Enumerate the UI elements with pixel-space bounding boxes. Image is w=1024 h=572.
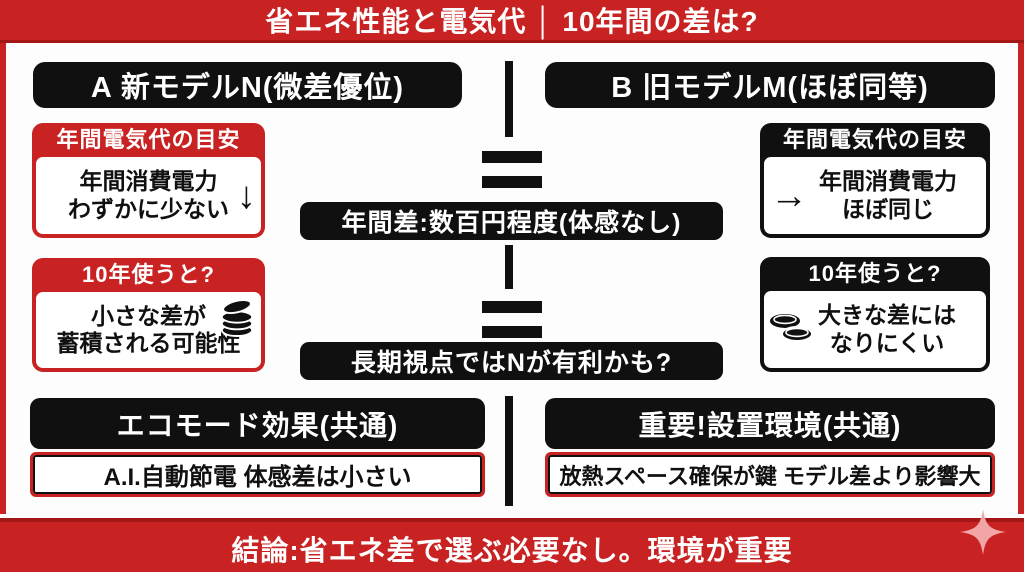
model-b-annual-card: 年間電気代の目安 年間消費電力 ほぼ同じ →: [760, 123, 990, 238]
title-banner: 省エネ性能と電気代 │ 10年間の差は?: [0, 0, 1024, 43]
annual-diff-note-text: 年間差:数百円程度(体感なし): [341, 209, 682, 237]
environment-detail: 放熱スペース確保が鍵 モデル差より影響大: [545, 452, 995, 497]
coins-pair-icon: [769, 308, 813, 350]
left-edge-stripe: [0, 43, 6, 514]
card-label: 年間電気代の目安: [782, 127, 967, 152]
card-line1: 年間消費電力: [819, 168, 957, 195]
sparkle-icon: [959, 508, 1007, 556]
eco-mode-detail: A.I.自動節電 体感差は小さい: [30, 452, 485, 497]
card-line2: 蓄積される可能性: [56, 330, 241, 356]
longterm-note: 長期視点ではNが有利かも?: [300, 342, 723, 380]
equals-bar: [482, 176, 542, 188]
model-a-annual-card: 年間電気代の目安 年間消費電力 わずかに少ない ↓: [32, 123, 265, 238]
environment-header-label: 重要!設置環境(共通): [638, 409, 902, 441]
equals-bar: [482, 151, 542, 163]
model-b-header-label: B 旧モデルM(ほぼ同等): [611, 72, 929, 104]
card-line1: 大きな差には: [818, 302, 956, 329]
coins-stack-icon: [218, 296, 256, 344]
card-label: 年間電気代の目安: [56, 127, 241, 152]
card-label: 10年使うと?: [808, 261, 942, 286]
card-body: 年間消費電力 わずかに少ない ↓: [36, 157, 261, 234]
environment-detail-text: 放熱スペース確保が鍵 モデル差より影響大: [559, 463, 981, 489]
card-body: 大きな差には なりにくい: [764, 291, 986, 368]
card-line1: 年間消費電力: [79, 168, 218, 195]
equals-bar: [482, 326, 542, 338]
model-b-decade-card: 10年使うと? 大きな差には なりにくい: [760, 257, 990, 372]
environment-header: 重要!設置環境(共通): [545, 398, 995, 449]
divider-line-top: [505, 61, 513, 137]
right-edge-stripe: [1018, 43, 1024, 514]
card-body: 小さな差が 蓄積される可能性: [36, 292, 261, 368]
divider-line-bottom: [505, 396, 513, 506]
divider-line-middle: [505, 245, 513, 289]
card-line1: 小さな差が: [91, 302, 206, 329]
card-line2: わずかに少ない: [68, 195, 229, 222]
eco-mode-header: エコモード効果(共通): [30, 398, 485, 449]
equals-bar: [482, 301, 542, 313]
page-title: 省エネ性能と電気代 │ 10年間の差は?: [265, 6, 759, 37]
down-arrow-icon: ↓: [237, 174, 256, 217]
eco-mode-header-label: エコモード効果(共通): [116, 409, 399, 441]
card-line2: ほぼ同じ: [842, 195, 934, 222]
card-body: 年間消費電力 ほぼ同じ →: [764, 157, 986, 234]
model-a-header-label: A 新モデルN(微差優位): [90, 72, 405, 104]
equals-sign-1: [482, 151, 542, 188]
model-a-header: A 新モデルN(微差優位): [33, 62, 462, 108]
right-arrow-icon: →: [770, 174, 808, 217]
model-b-header: B 旧モデルM(ほぼ同等): [545, 62, 995, 108]
conclusion-banner: 結論:省エネ差で選ぶ必要なし。環境が重要: [0, 518, 1024, 572]
conclusion-text: 結論:省エネ差で選ぶ必要なし。環境が重要: [231, 535, 793, 566]
equals-sign-2: [482, 301, 542, 338]
model-a-decade-card: 10年使うと? 小さな差が 蓄積される可能性: [32, 258, 265, 372]
annual-diff-note: 年間差:数百円程度(体感なし): [300, 202, 723, 240]
longterm-note-text: 長期視点ではNが有利かも?: [350, 349, 673, 377]
card-label: 10年使うと?: [82, 262, 215, 287]
eco-mode-detail-text: A.I.自動節電 体感差は小さい: [103, 464, 412, 491]
card-line2: なりにくい: [829, 329, 945, 356]
